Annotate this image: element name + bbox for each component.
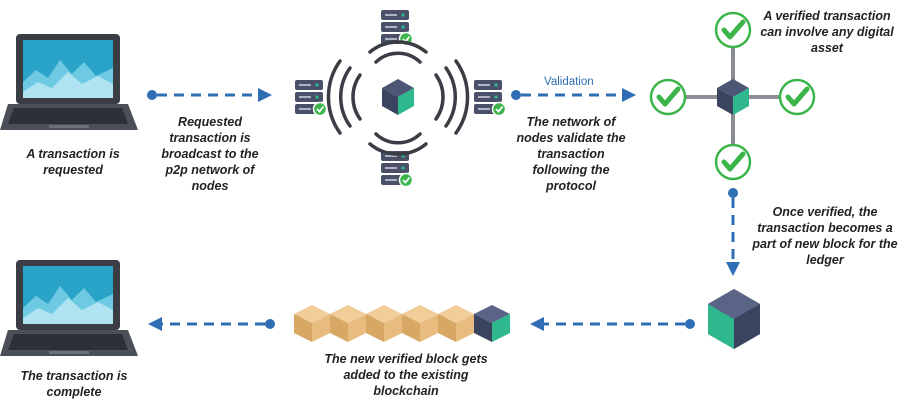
- label-validate: The network of nodes validate the transa…: [516, 115, 626, 193]
- label-broadcast: Requested transaction is broadcast to th…: [161, 115, 259, 193]
- label-validation: Validation: [544, 76, 594, 88]
- check-circle-icon: [780, 80, 814, 114]
- server-icon: [380, 150, 414, 188]
- arrow-validation: [511, 88, 636, 102]
- server-icon: [473, 79, 507, 117]
- arrow-to-blockchain: [530, 317, 695, 331]
- blockchain-icon: [294, 305, 510, 342]
- server-icon: [380, 9, 414, 47]
- label-added: The new verified block gets added to the…: [324, 352, 488, 398]
- laptop-icon: [0, 260, 138, 356]
- check-circle-icon: [716, 13, 750, 47]
- server-icon: [294, 79, 328, 117]
- block-cube-icon: [382, 79, 414, 115]
- block-cube-icon: [717, 79, 749, 115]
- arrow-new-block: [726, 188, 740, 276]
- label-once-verified: Once verified, the transaction becomes a…: [752, 205, 898, 267]
- new-block-icon: [708, 289, 760, 349]
- arrow-to-complete: [148, 317, 275, 331]
- label-complete: The transaction is complete: [20, 369, 128, 399]
- arrow-broadcast: [147, 88, 272, 102]
- check-circle-icon: [651, 80, 685, 114]
- signal-waves-icon: [326, 40, 470, 156]
- label-requested: A transaction is requested: [26, 147, 120, 177]
- check-circle-icon: [716, 145, 750, 179]
- label-verified: A verified transaction can involve any d…: [760, 9, 894, 55]
- laptop-icon: [0, 34, 138, 130]
